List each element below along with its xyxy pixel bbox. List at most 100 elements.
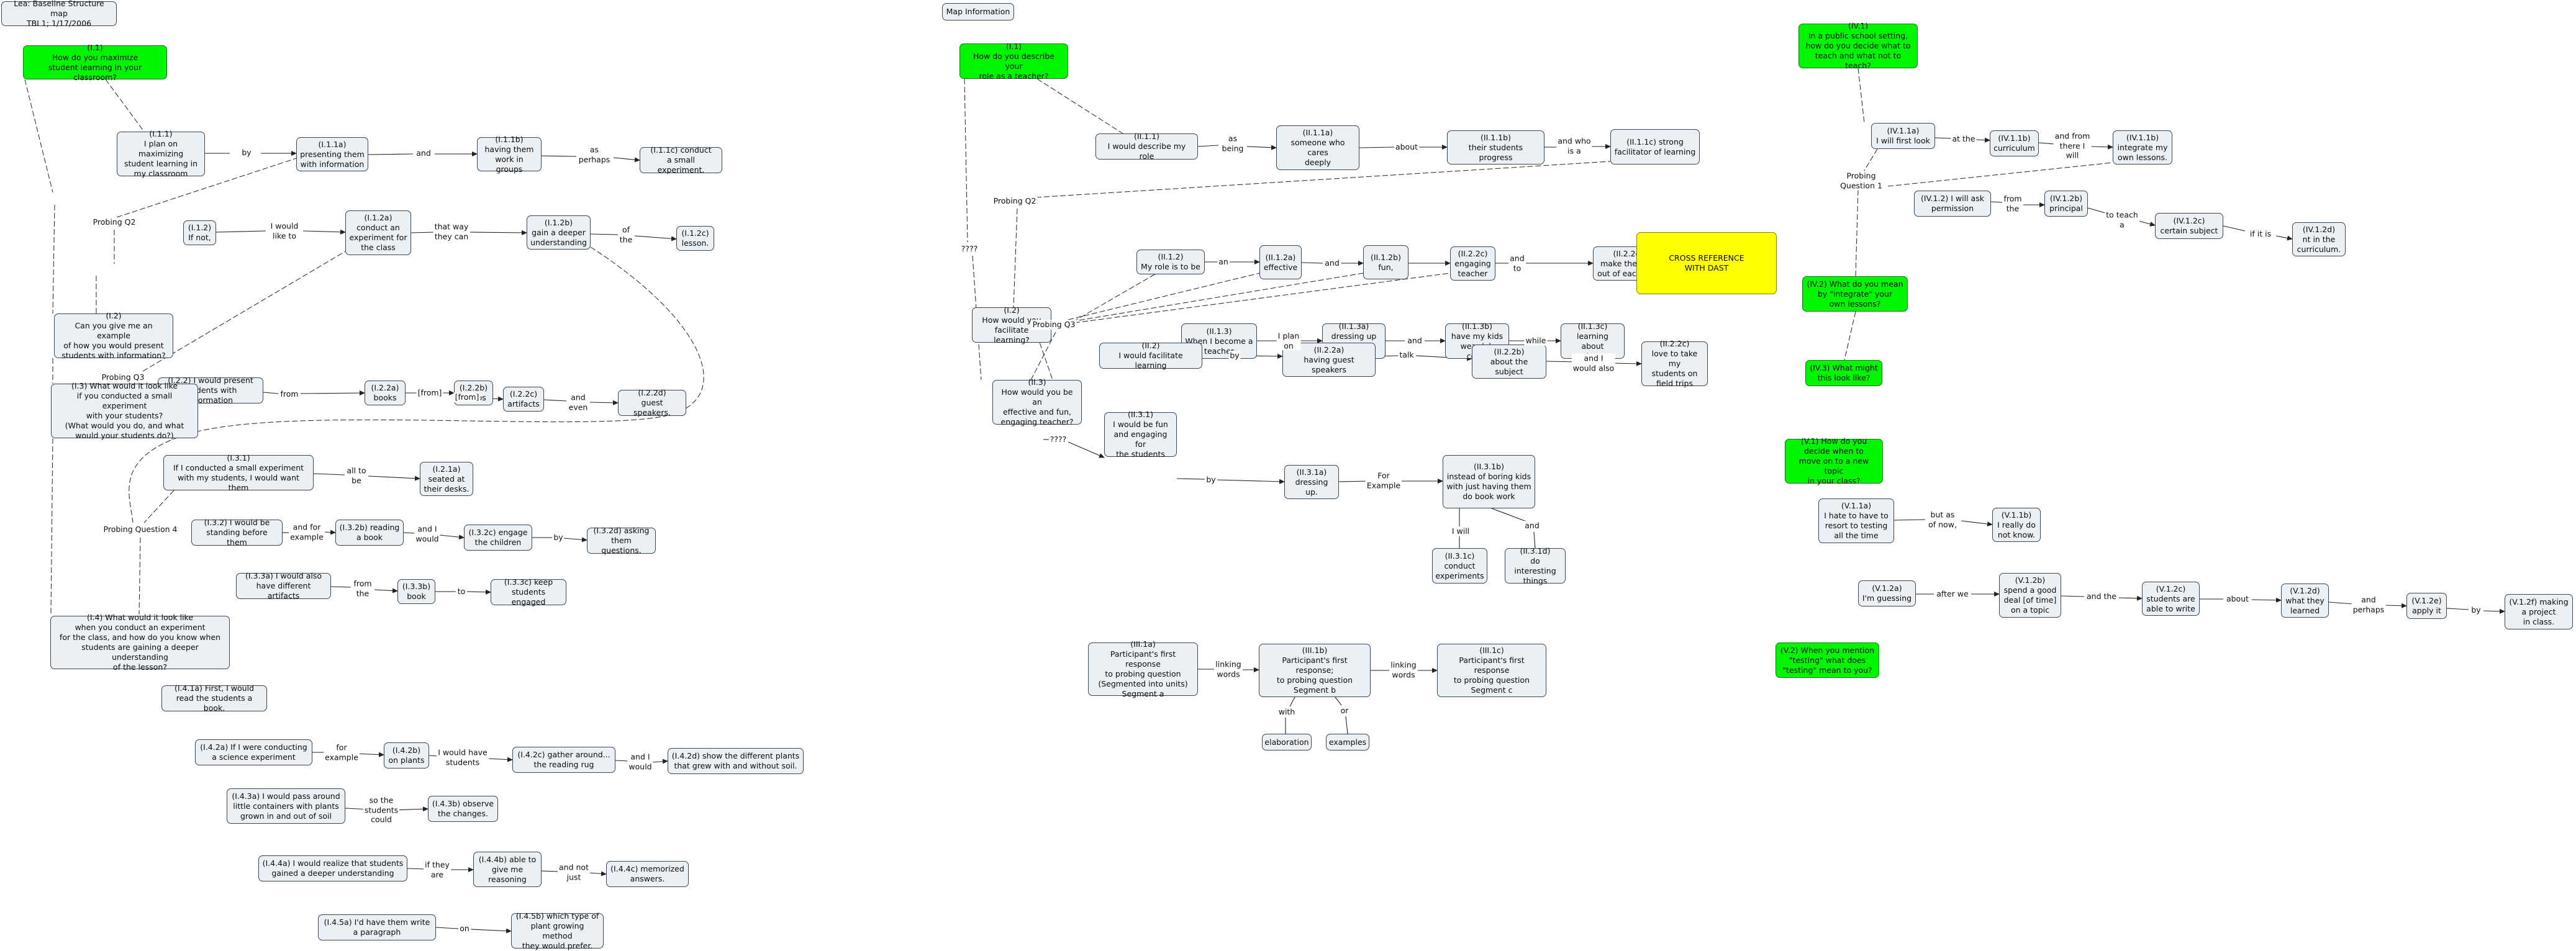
concept-node-i32c[interactable]: (I.3.2c) engage the children (464, 525, 532, 551)
concept-node-legend[interactable]: Lea: Baseline Structure map TBI 1; 1/17/… (1, 0, 117, 28)
concept-node-ii22b[interactable]: (II.2.2b) about the subject (1472, 345, 1546, 379)
concept-node-ii1[interactable]: (I.1) How do you describe your role as a… (959, 42, 1068, 81)
link-label-ifare: if they are (424, 860, 451, 880)
concept-node-i21a[interactable]: (I.2.1a) seated at their desks. (420, 462, 473, 496)
concept-node-iv2[interactable]: (IV.2) What do you mean by "integrate" y… (1802, 276, 1908, 312)
concept-node-iv12b[interactable]: (IV.1.2b) principal (2044, 191, 2088, 217)
concept-node-mapinfo[interactable]: Map Information (942, 3, 1014, 20)
concept-node-i4[interactable]: (I.4) What would it look like when you c… (50, 613, 230, 672)
concept-node-i3[interactable]: (I.3) What would it look like if you con… (51, 381, 198, 440)
concept-node-elab[interactable]: elaboration (1262, 734, 1312, 750)
concept-node-iv1[interactable]: (IV.1) In a public school setting, how d… (1798, 21, 1918, 70)
concept-node-ii31d[interactable]: (II.3.1d) do interesting things (1505, 546, 1566, 585)
concept-node-v2[interactable]: (V.2) When you mention "testing" what do… (1776, 642, 1879, 678)
concept-node-ii31[interactable]: (II.3.1) I would be fun and engaging for… (1104, 410, 1177, 459)
link-label-on1: on (458, 924, 471, 934)
link-label-ihave: I would have students (437, 747, 489, 767)
concept-node-i33c[interactable]: (I.3.3c) keep students engaged (491, 577, 566, 606)
concept-node-i2[interactable]: (I.2) Can you give me an example of how … (54, 311, 173, 360)
concept-node-i1[interactable]: (I.1) How do you maximize student learni… (23, 43, 167, 82)
concept-node-ii31a[interactable]: (II.3.1a) dressing up. (1284, 465, 1339, 499)
concept-node-i44a[interactable]: (I.4.4a) I would realize that students g… (258, 855, 407, 881)
concept-node-ii22c[interactable]: (II.2.2c) engaging teacher (1450, 246, 1495, 281)
link-label-by2: by (552, 533, 565, 543)
concept-node-ii12a[interactable]: (II.1.2a) effective (1259, 245, 1302, 279)
concept-node-v11a[interactable]: (V.1.1a) I hate to have to resort to tes… (1818, 498, 1894, 543)
concept-node-crossref[interactable]: CROSS REFERENCE WITH DAST (1636, 232, 1777, 294)
concept-node-i31[interactable]: (I.3.1) If I conducted a small experimen… (163, 453, 314, 492)
concept-node-v12f[interactable]: (V.1.2f) making a project in class. (2505, 594, 2573, 629)
concept-node-i32d[interactable]: (I.3.2d) asking them questions. (587, 526, 656, 555)
link-label-andfrom: and from there I will (2053, 131, 2092, 161)
concept-node-i45a[interactable]: (I.4.5a) I'd have them write a paragraph (318, 914, 436, 940)
concept-node-ii11[interactable]: (II.1.1) I would describe my role (1095, 132, 1198, 161)
concept-node-i22d[interactable]: (I.2.2d) guest speakers. (618, 388, 686, 417)
concept-node-ii31b[interactable]: (II.3.1b) instead of boring kids with ju… (1443, 455, 1535, 508)
concept-node-v1[interactable]: (V.1) How do you decide when to move on … (1785, 436, 1883, 485)
link-label-and4: and (1523, 521, 1541, 531)
concept-node-i43a[interactable]: (I.4.3a) I would pass around little cont… (227, 788, 345, 824)
concept-node-i45b[interactable]: (I.4.5b) which type of plant growing met… (511, 911, 604, 950)
concept-node-ii11c[interactable]: (II.1.1c) strong facilitator of learning (1610, 129, 1700, 165)
concept-node-iv3[interactable]: (IV.3) What might this look like? (1805, 360, 1882, 386)
concept-node-ii12[interactable]: (II.1.2) My role is to be (1136, 250, 1205, 274)
concept-node-i41a[interactable]: (I.4.1a) First, I would read the student… (161, 683, 267, 713)
concept-node-i32[interactable]: (I.3.2) I would be standing before them (191, 518, 283, 547)
concept-node-iii1c[interactable]: (III.1c) Participant's first response to… (1437, 644, 1546, 697)
concept-node-examples[interactable]: examples (1326, 734, 1369, 750)
concept-node-v12b[interactable]: (V.1.2b) spend a good deal [of time] on … (1999, 573, 2061, 618)
link-label-link2: linking words (1389, 660, 1418, 680)
concept-node-ii31c[interactable]: (II.3.1c) conduct experiments (1432, 548, 1487, 584)
link-label-and1: and (415, 148, 432, 158)
concept-node-i44b[interactable]: (I.4.4b) able to give me reasoning (473, 852, 542, 887)
link-label-sothe: so the students could (363, 795, 400, 825)
concept-node-i32b[interactable]: (I.3.2b) reading a book (335, 520, 404, 546)
link-label-andthe: and the (2085, 592, 2118, 602)
concept-node-i22a[interactable]: (I.2.2a) books (365, 381, 406, 405)
concept-node-iv11a[interactable]: (IV.1.1a) I will first look (1871, 123, 1935, 149)
concept-node-i12c[interactable]: (I.1.2c) lesson. (676, 226, 714, 251)
concept-node-v12c[interactable]: (V.1.2c) students are able to write (2142, 582, 2200, 616)
concept-node-ii2a[interactable]: (II.2) I would facilitate learning (1099, 341, 1202, 370)
link-label-atthe: at the (1951, 134, 1977, 144)
concept-node-i42a[interactable]: (I.4.2a) If I were conducting a science … (195, 739, 312, 765)
concept-node-iii1b[interactable]: (III.1b) Participant's first response; t… (1259, 644, 1371, 697)
link-label-talk: talk (1398, 350, 1415, 360)
concept-node-i42b[interactable]: (I.4.2b) on plants (384, 742, 429, 768)
link-label-forex2: for example (324, 742, 360, 762)
concept-node-i12a[interactable]: (I.1.2a) conduct an experiment for the c… (345, 210, 411, 255)
concept-node-iv12[interactable]: (IV.1.2) I will ask permission (1914, 191, 1991, 217)
link-label-ofthe: of the (618, 225, 634, 245)
concept-node-i43b[interactable]: (I.4.3b) observe the changes. (428, 796, 498, 822)
concept-node-v12e[interactable]: (V.1.2e) apply it (2406, 593, 2447, 619)
concept-node-v11b[interactable]: (V.1.1b) I really do not know. (1992, 508, 2041, 542)
concept-node-ii22a[interactable]: (II.2.2a) having guest speakers (1282, 343, 1376, 377)
concept-node-i42d[interactable]: (I.4.2d) show the different plants that … (668, 748, 804, 774)
concept-node-i12[interactable]: (I.1.2) If not, (183, 220, 216, 245)
concept-node-i12b[interactable]: (I.1.2b) gain a deeper understanding (527, 215, 591, 250)
concept-node-i22c[interactable]: (I.2.2c) artifacts (503, 387, 544, 412)
concept-node-i44c[interactable]: (I.4.4c) memorized answers. (606, 861, 689, 887)
concept-node-iv11c[interactable]: (IV.1.1b) integrate my own lessons. (2113, 130, 2172, 165)
concept-node-ii12b[interactable]: (II.1.2b) fun, (1363, 245, 1408, 279)
link-label-an1: an (1217, 257, 1230, 267)
concept-node-ii3[interactable]: (II.3) How would you be an effective and… (992, 377, 1082, 426)
concept-node-ii11a[interactable]: (II.1.1a) someone who cares deeply (1276, 125, 1359, 170)
link-label-about1: about (1394, 142, 1420, 152)
concept-node-i11a[interactable]: (I.1.1a) presenting them with informatio… (296, 137, 368, 171)
link-label-to1: to (456, 587, 467, 597)
concept-node-iv11b[interactable]: (IV.1.1b) curriculum (1990, 130, 2039, 156)
concept-node-ii22cc[interactable]: (II.2.2c) love to take my students on fi… (1641, 339, 1708, 388)
concept-node-i33b[interactable]: (I.3.3b) book (397, 579, 435, 604)
concept-node-v12d[interactable]: (V.1.2d) what they learned (2281, 584, 2329, 618)
concept-node-iv12d[interactable]: (IV.1.2d) nt in the curriculum. (2292, 222, 2346, 256)
concept-node-v12a[interactable]: (V.1.2a) I'm guessing (1858, 580, 1916, 606)
concept-node-i11b[interactable]: (I.1.1b) having them work in groups (477, 135, 542, 174)
concept-node-i42c[interactable]: (I.4.2c) gather around... the reading ru… (512, 747, 615, 773)
concept-node-iii1a[interactable]: (III.1a) Participant's first response to… (1088, 639, 1198, 698)
concept-node-i33a[interactable]: (I.3.3a) I would also have different art… (236, 571, 331, 600)
concept-node-iv12c[interactable]: (IV.1.2c) certain subject (2155, 213, 2223, 239)
concept-node-i11c[interactable]: (I.1.1c) conduct a small experiment. (640, 145, 722, 174)
concept-node-i11[interactable]: (I.1.1) I plan on maximizing student lea… (117, 129, 205, 178)
concept-node-ii11b[interactable]: (II.1.1b) their students progress (1447, 130, 1544, 165)
